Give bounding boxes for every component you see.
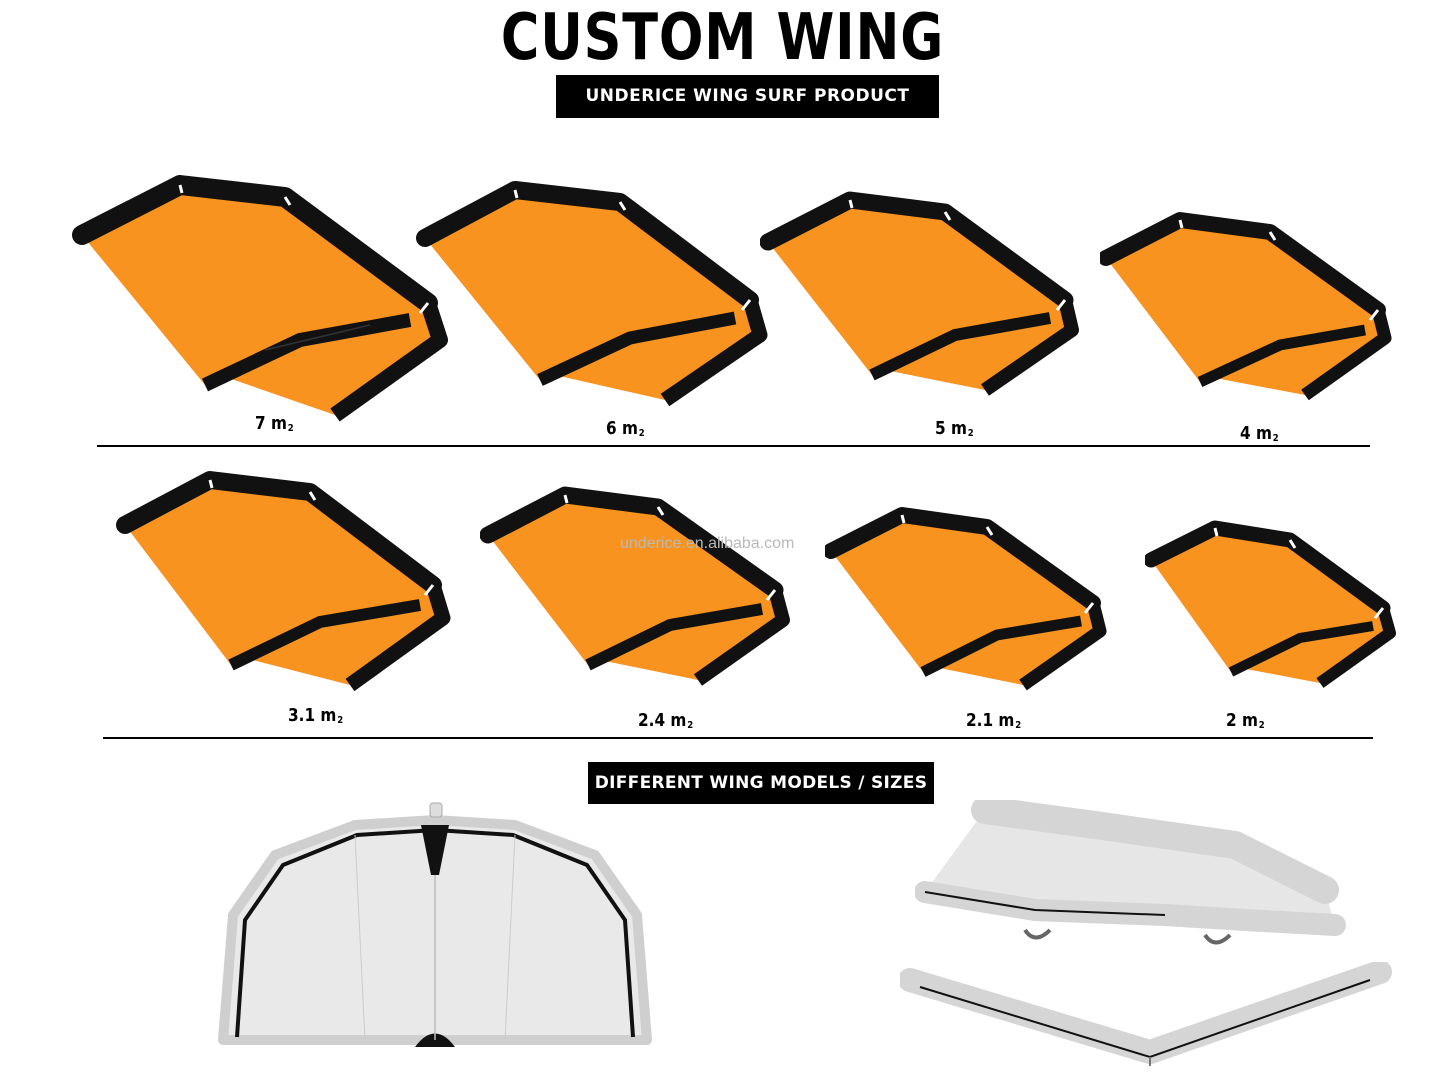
wing-image-2.4m <box>480 486 790 686</box>
models-banner-text: DIFFERENT WING MODELS / SIZES <box>594 773 928 793</box>
row-divider-2 <box>103 737 1373 739</box>
size-label-2.1m: 2.1 m2 <box>966 710 1021 731</box>
wing-model-front-view <box>218 802 652 1047</box>
size-value: 5 m <box>935 418 967 439</box>
watermark-text: underice.en.alibaba.com <box>620 535 795 552</box>
size-value: 6 m <box>606 418 638 439</box>
size-unit-exponent: 2 <box>967 428 974 439</box>
size-value: 2 m <box>1226 710 1258 731</box>
size-unit-exponent: 2 <box>1015 720 1022 731</box>
size-label-6m: 6 m2 <box>606 418 645 439</box>
size-value: 4 m <box>1240 423 1272 444</box>
size-unit-exponent: 2 <box>287 423 294 434</box>
size-unit-exponent: 2 <box>638 428 645 439</box>
wing-model-leading-edge <box>900 962 1392 1066</box>
size-label-5m: 5 m2 <box>935 418 974 439</box>
size-value: 2.4 m <box>638 710 687 731</box>
wing-image-6m <box>416 181 768 407</box>
size-unit-exponent: 2 <box>1272 433 1279 444</box>
wing-image-3.1m <box>116 471 451 692</box>
size-label-7m: 7 m2 <box>255 413 294 434</box>
size-label-2.4m: 2.4 m2 <box>638 710 693 731</box>
size-value: 7 m <box>255 413 287 434</box>
size-unit-exponent: 2 <box>687 720 694 731</box>
wing-image-2.1m <box>825 507 1107 691</box>
size-value: 3.1 m <box>288 705 337 726</box>
subtitle-text: UNDERICE WING SURF PRODUCT SERIES <box>585 86 910 149</box>
wing-image-5m <box>760 191 1079 396</box>
size-value: 2.1 m <box>966 710 1015 731</box>
size-unit-exponent: 2 <box>1258 720 1265 731</box>
size-label-2m: 2 m2 <box>1226 710 1265 731</box>
size-label-3.1m: 3.1 m2 <box>288 705 343 726</box>
models-banner <box>588 762 934 804</box>
wing-image-2m <box>1145 520 1396 688</box>
subtitle-banner <box>556 75 939 118</box>
wing-model-side-view <box>915 800 1346 945</box>
size-unit-exponent: 2 <box>337 715 344 726</box>
row-divider-1 <box>97 445 1370 447</box>
wing-image-4m <box>1100 212 1392 401</box>
size-label-4m: 4 m2 <box>1240 423 1279 444</box>
page-title: CUSTOM WING <box>500 1 945 75</box>
wing-image-7m <box>72 175 448 422</box>
